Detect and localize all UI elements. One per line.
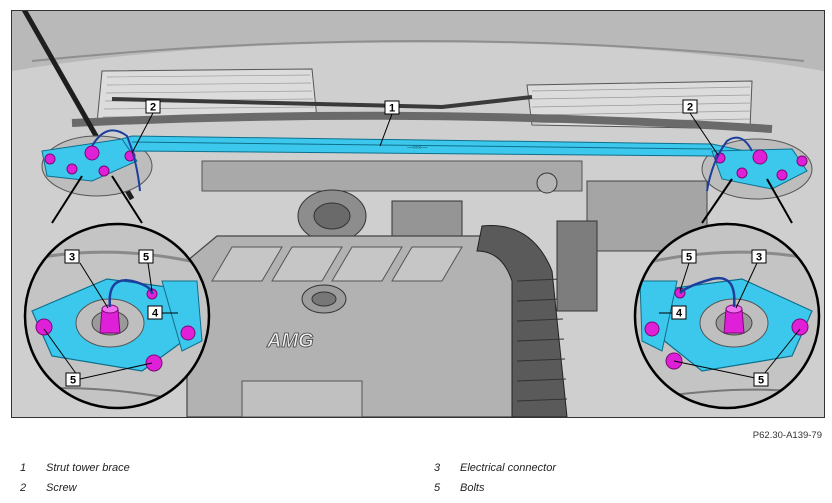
callout-5-left-bottom: 5 [65,372,81,387]
bolt-icon [98,165,110,177]
bolt-icon [66,163,78,175]
callout-4-left: 4 [147,305,163,320]
legend-label: Bolts [460,482,485,494]
svg-text:4: 4 [152,308,159,320]
brace-mount-left [41,138,138,182]
legend-item-5: 5 Bolts [434,482,484,494]
legend-number: 5 [434,482,441,494]
legend-label: Strut tower brace [46,462,130,474]
wiring-left [91,129,141,192]
engine-cover-logo: AMG [266,330,314,352]
turbocharger [297,189,463,243]
callout-4-right: 4 [671,305,687,320]
bolt-icon [752,149,768,165]
svg-text:2: 2 [687,102,693,114]
hood-edge [31,40,805,62]
callout-leaders [43,112,801,380]
bolt-icon [44,153,56,165]
svg-text:4: 4 [676,308,683,320]
svg-text:1: 1 [389,103,395,115]
brace-mount-right [711,148,808,190]
callout-1: 1 [384,100,400,115]
legend-item-1: 1 Strut tower brace [20,462,130,474]
figure-reference-code: P62.30-A139-79 [752,430,822,441]
callout-3-left: 3 [64,249,80,264]
callout-3-right: 3 [751,249,767,264]
bolt-icon [796,155,808,167]
reservoir-cap [536,172,558,194]
engine-bay-illustration: AMG —∞∞— [11,10,825,418]
svg-text:—∞∞—: —∞∞— [407,145,428,151]
callout-2-left: 2 [145,99,161,114]
cowl-bar [71,111,773,133]
control-unit [556,220,598,312]
svg-text:2: 2 [150,102,156,114]
wiring-right [706,136,753,192]
svg-text:5: 5 [143,252,149,264]
svg-text:5: 5 [758,375,764,387]
legend-label: Screw [46,482,77,494]
legend-label: Electrical connector [460,462,556,474]
legend-number: 3 [434,462,441,474]
svg-text:3: 3 [756,252,762,264]
callout-5-left-top: 5 [138,249,154,264]
legend-item-2: 2 Screw [20,482,77,494]
callout-5-right-top: 5 [681,249,697,264]
bolt-icon [776,169,788,181]
zoom-leader-right [701,178,793,224]
callout-5-right-bottom: 5 [753,372,769,387]
zoom-leader-left [51,175,143,224]
air-intake-hose [476,225,568,417]
detail-view-right [633,222,821,410]
svg-text:5: 5 [70,375,76,387]
engine-cover: AMG [186,235,533,417]
intake-rail [201,160,583,192]
bolt-icon [736,167,748,179]
legend-number: 1 [20,462,27,474]
detail-view-left [23,222,211,410]
svg-text:3: 3 [69,252,75,264]
svg-text:5: 5 [686,252,692,264]
wiper-arm [111,95,533,110]
legend-number: 2 [20,482,27,494]
callout-2-right: 2 [682,99,698,114]
bolt-icon [84,145,100,161]
legend-item-3: 3 Electrical connector [434,462,556,474]
